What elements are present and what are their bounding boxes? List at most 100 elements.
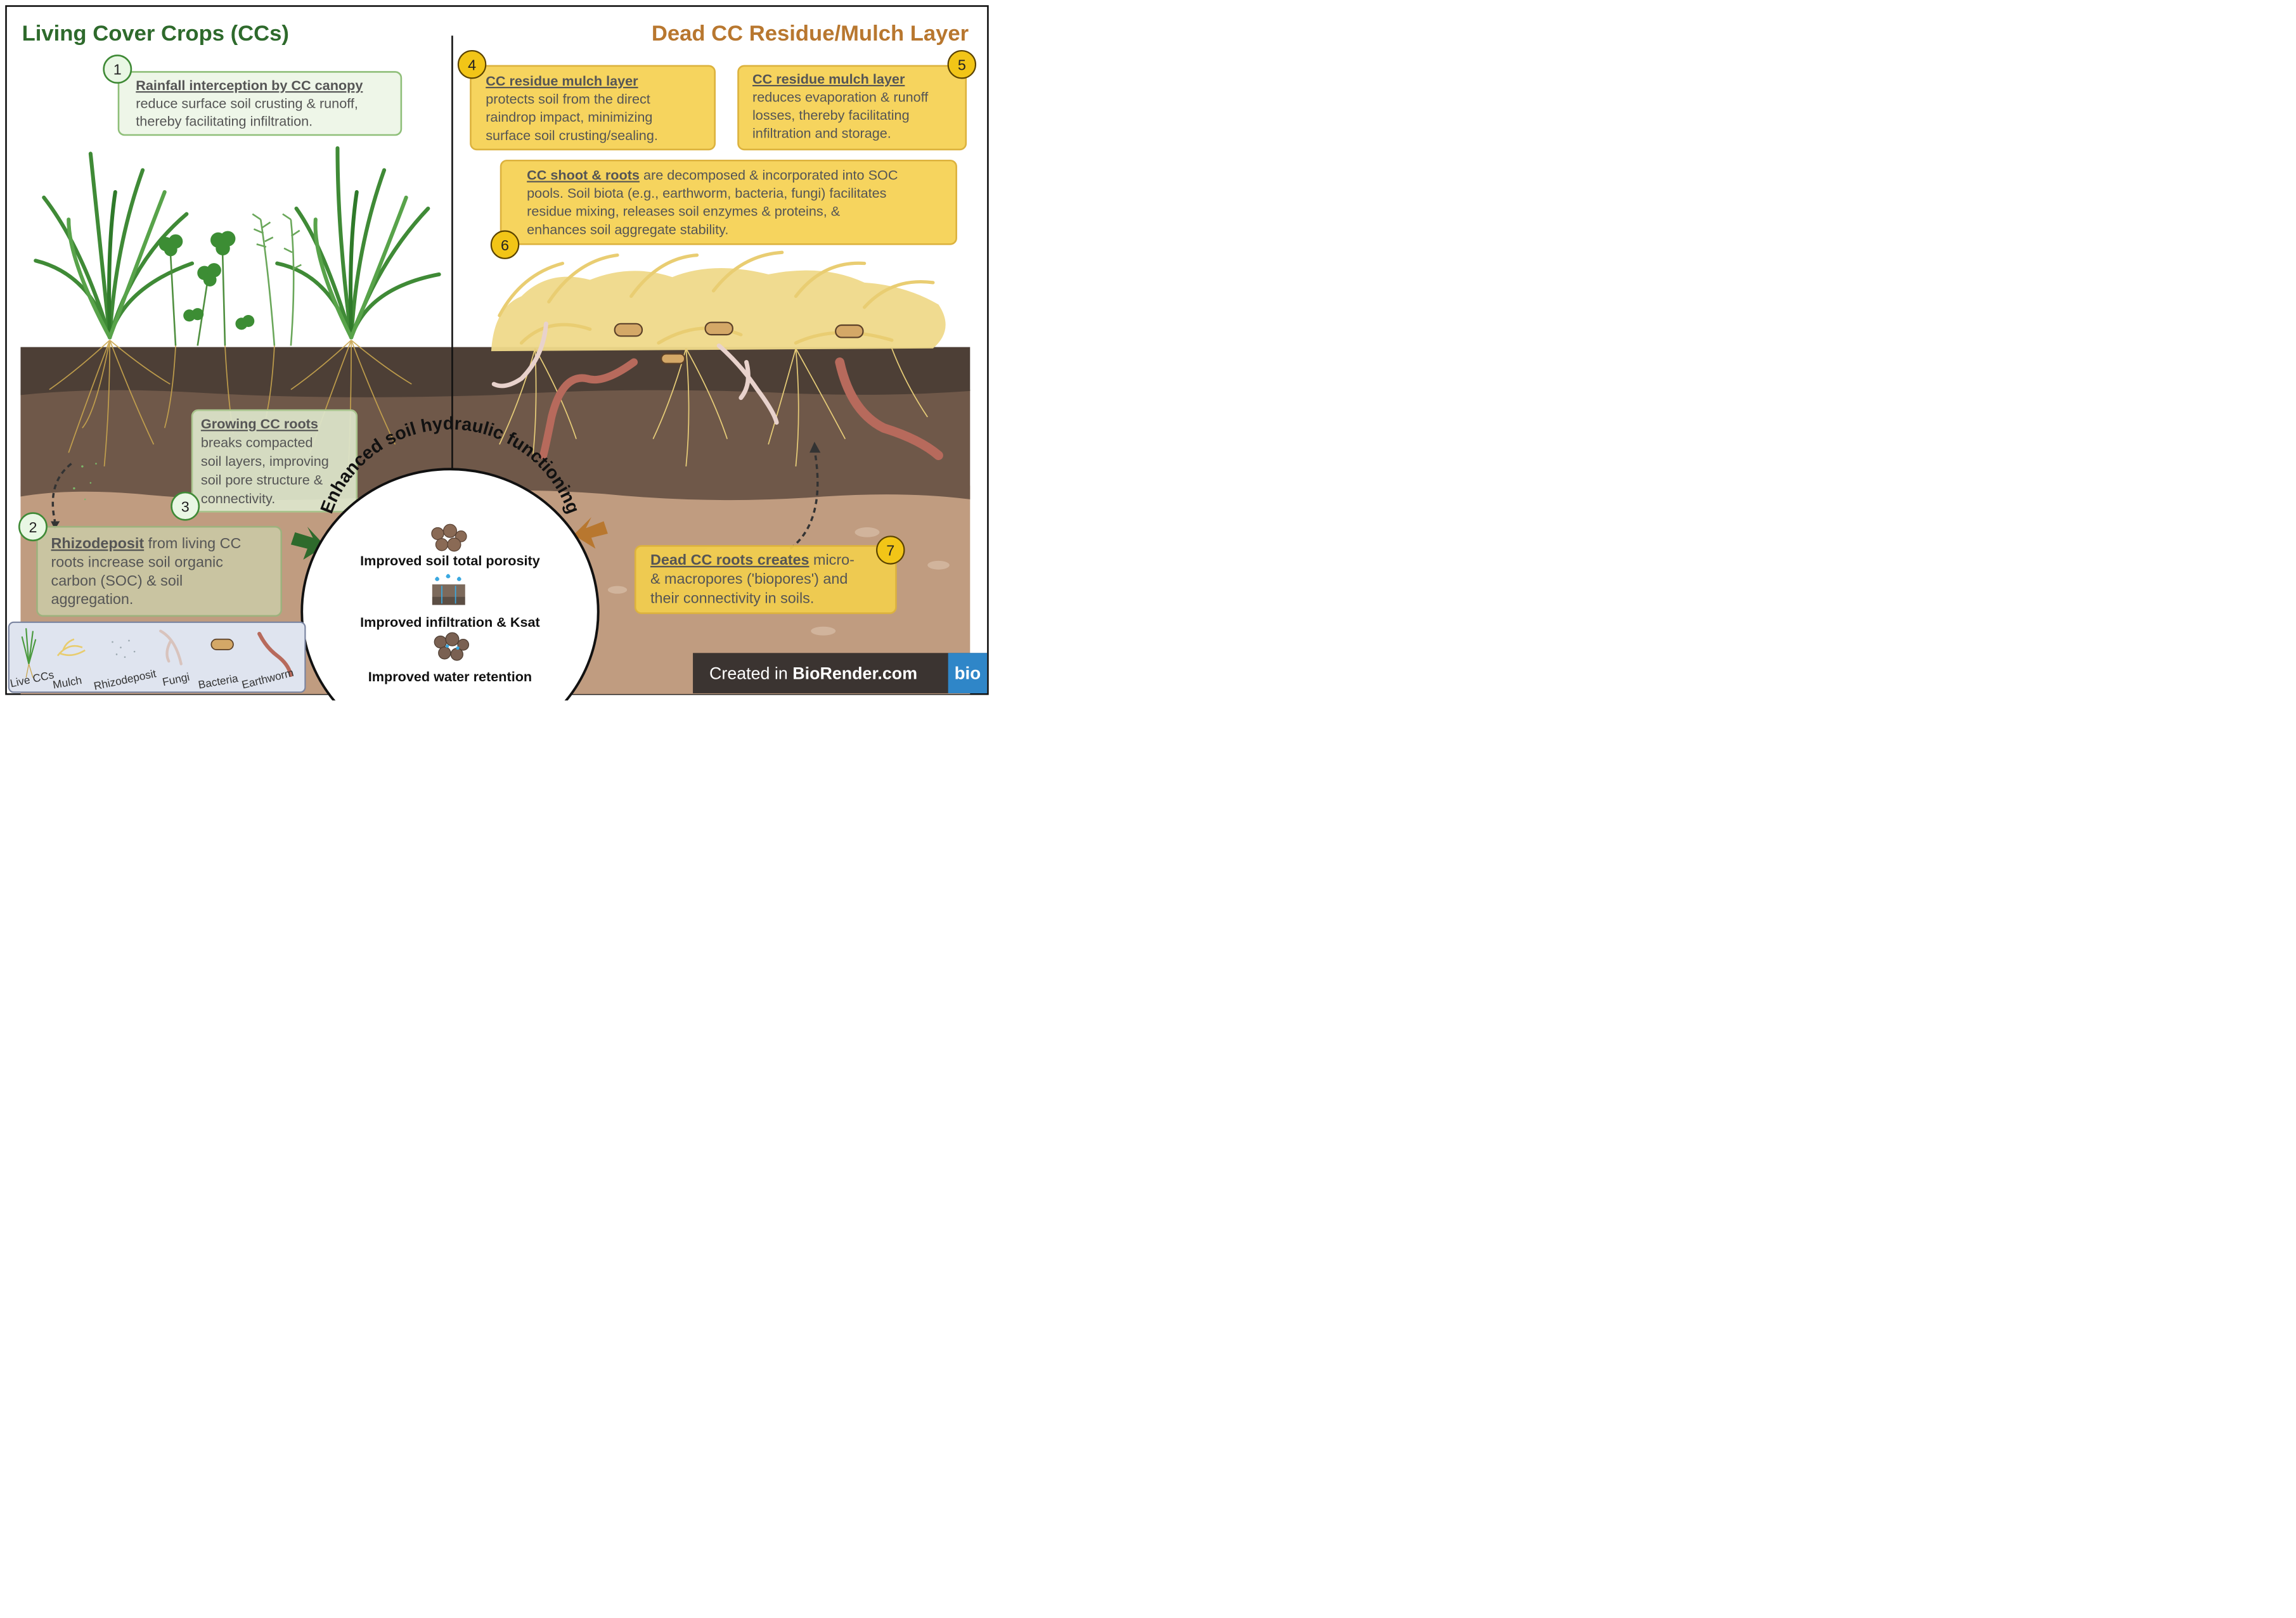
callout-4: 4 CC residue mulch layer protects soil f… (457, 50, 716, 151)
callout-1-line-1: reduce surface soil crusting & runoff, (136, 96, 358, 112)
badge-4 (457, 50, 487, 79)
water-retention-icon (434, 632, 470, 661)
svg-text:1: 1 (113, 61, 122, 78)
live-cover-crops (34, 146, 441, 467)
left-panel-title: Living Cover Crops (CCs) (22, 22, 289, 46)
grass-clump-right (275, 146, 441, 340)
mulch-mass (491, 268, 946, 352)
callout-2-line-3: aggregation. (51, 591, 134, 607)
watermark-brand: BioRender.com (792, 664, 917, 683)
biopore-arrowhead (809, 441, 821, 453)
callout-1-title: Rainfall interception by CC canopy (136, 77, 363, 93)
callout-6-title: CC shoot & roots (527, 167, 640, 183)
badge-3 (171, 491, 200, 521)
callout-7-title-rest: micro- (809, 551, 855, 568)
callout-7-line-2: their connectivity in soils. (650, 590, 814, 607)
svg-text:CC residue mulch layer r: CC residue mulch layer reduces evaporati… (752, 71, 932, 141)
right-panel-title: Dead CC Residue/Mulch Layer (652, 22, 969, 46)
callout-2-title-rest: from living CC (144, 535, 241, 551)
grass-clump-left (34, 151, 195, 340)
svg-text:4: 4 (468, 56, 476, 73)
legend-icon-bacteria (210, 638, 234, 650)
center-item-porosity: Improved soil total porosity (360, 553, 540, 568)
callout-6-line-1: pools. Soil biota (e.g., earthworm, bact… (527, 185, 887, 201)
callout-1: 1 Rainfall interception by CC canopy red… (103, 55, 403, 136)
legend-icon-mulch (56, 638, 86, 657)
callout-7-title: Dead CC roots creates (650, 551, 809, 568)
infiltration-icon (432, 574, 465, 605)
rhizodeposit-arrow (51, 463, 72, 522)
green-arrow-to-center (290, 527, 325, 560)
callout-7: 7 Dead CC roots creates micro- & macropo… (634, 536, 905, 614)
callout-2-line-1: roots increase soil organic (51, 553, 224, 570)
svg-text:Rhizodeposit from living CC: Rhizodeposit from living CC roots increa… (51, 535, 245, 607)
legend-icon-earthworm (257, 631, 293, 677)
biopore-arrow (789, 453, 819, 550)
svg-text:3: 3 (181, 498, 190, 515)
callout-6-line-2: residue mixing, releases soil enzymes & … (527, 203, 841, 219)
callout-4-title: CC residue mulch layer (486, 73, 638, 89)
badge-5 (947, 50, 977, 79)
callout-6: 6 CC shoot & roots are decomposed & inco… (490, 159, 957, 259)
soil-top-layer (20, 347, 971, 397)
callout-4-line-3: surface soil crusting/sealing. (486, 127, 658, 143)
dead-mulch-layer (491, 250, 946, 467)
svg-text:2: 2 (29, 519, 37, 536)
svg-text:5: 5 (958, 56, 966, 73)
badge-2 (18, 512, 48, 542)
badge-1 (103, 55, 132, 84)
bacteria-cells (614, 321, 864, 364)
callout-6-line-3: enhances soil aggregate stability. (527, 221, 728, 237)
svg-text:7: 7 (886, 543, 894, 559)
callout-3-line-2: soil layers, improving (201, 453, 329, 469)
center-circle: Enhanced soil hydraulic functioning Impr… (300, 413, 600, 701)
callout-2-line-2: carbon (SOC) & soil (51, 572, 183, 589)
dead-roots (499, 348, 928, 467)
badge-7 (876, 536, 905, 565)
center-item-infiltration: Improved infiltration & Ksat (360, 614, 540, 630)
svg-text:Rainfall interception by CC ca: Rainfall interception by CC canopy reduc… (136, 77, 366, 129)
clover-plants (158, 231, 255, 346)
svg-text:CC shoot & roots are decompose: CC shoot & roots are decomposed & incorp… (527, 167, 901, 238)
legend-icon-fungi (159, 629, 183, 665)
rhizodeposit-dots (73, 463, 97, 501)
callout-3: 3 Growing CC roots breaks compacted soil… (171, 409, 358, 521)
earthworms (539, 357, 943, 460)
callout-3-title: Growing CC roots (201, 416, 318, 432)
watermark-badge: bio (955, 663, 981, 683)
brown-arrow-to-center (573, 517, 608, 549)
badge-6 (490, 230, 520, 259)
svg-text:6: 6 (501, 237, 509, 254)
legend-icon-live-ccs (21, 628, 37, 678)
callout-7-line-1: & macropores ('biopores') and (650, 570, 848, 587)
legend-icon-rhizodeposit (112, 639, 136, 658)
legend-box: Live CCs Mulch Rhizodeposit Fungi Bacter… (8, 621, 306, 693)
biorender-watermark: Created in BioRender.com bio (693, 653, 988, 693)
callout-5: 5 CC residue mulch layer reduces evapora… (737, 50, 977, 151)
figure: Living Cover Crops (CCs) Dead CC Residue… (5, 5, 989, 701)
callout-4-line-2: raindrop impact, minimizing (486, 109, 652, 125)
svg-text:Growing CC roots breaks: Growing CC roots breaks compacted soil l… (201, 416, 333, 506)
callout-3-line-3: soil pore structure & (201, 472, 323, 488)
dashed-arrows (51, 453, 819, 550)
callout-5-line-3: infiltration and storage. (752, 125, 891, 141)
center-item-water-retention: Improved water retention (368, 669, 532, 684)
callout-3-line-1: breaks compacted (201, 435, 313, 451)
rhizodeposit-arrowhead (51, 521, 60, 530)
callout-2: 2 Rhizodeposit from living CC roots incr… (18, 512, 283, 617)
svg-text:CC residue mulch layer p: CC residue mulch layer protects soil fro… (486, 73, 658, 143)
callout-5-title: CC residue mulch layer (752, 71, 905, 87)
callout-4-line-1: protects soil from the direct (486, 91, 650, 107)
svg-text:Dead CC roots creates micro-: Dead CC roots creates micro- & macropore… (650, 551, 858, 607)
callout-2-title: Rhizodeposit (51, 535, 145, 551)
watermark-prefix: Created in (709, 664, 792, 683)
fungi-hyphae (491, 321, 779, 425)
callout-6-title-rest: are decomposed & incorporated into SOC (640, 167, 898, 183)
svg-text:Created in BioRender.com: Created in BioRender.com (709, 664, 917, 683)
porosity-icon (431, 523, 467, 552)
callout-3-line-4: connectivity. (201, 491, 275, 506)
vetch-plant (252, 213, 302, 346)
callout-1-line-2: thereby facilitating infiltration. (136, 113, 313, 129)
callout-5-line-1: reduces evaporation & runoff (752, 89, 929, 105)
callout-5-line-2: losses, thereby facilitating (752, 107, 910, 123)
